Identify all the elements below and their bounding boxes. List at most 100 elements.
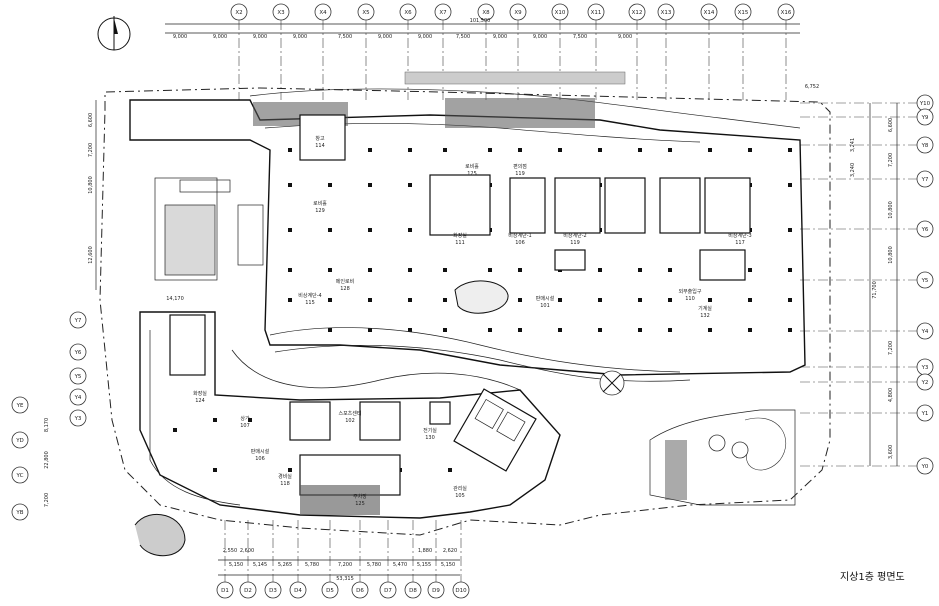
- garden-strip-upper: [269, 327, 681, 373]
- dim-bottom-8: 5,150: [441, 562, 455, 568]
- room-label-12: 판매시설: [251, 448, 270, 455]
- grid-left-yc-7-label: YC: [16, 473, 24, 479]
- room-label-6: 편의점: [513, 163, 527, 170]
- dim-bottom-3: 5,780: [305, 562, 319, 568]
- room-label-30: 기계실: [698, 305, 712, 312]
- dim-top-9: 9,000: [533, 34, 547, 40]
- room-label-28: 외부출입구: [678, 288, 701, 295]
- ramp-hatch: [665, 440, 687, 500]
- dim-left-lower-0: 8,170: [44, 418, 50, 432]
- room-label-38: 경비실: [278, 473, 292, 480]
- room-label-5: 125: [467, 171, 477, 177]
- room-label-2: 메인로비: [336, 278, 354, 285]
- room-label-32: 전기실: [423, 427, 437, 434]
- grid-right-y2-label: Y2: [921, 380, 929, 386]
- room-label-11: 101: [540, 303, 550, 309]
- grid-left-y7-0: [69, 311, 87, 329]
- dim-bottom-top-0: 2,550: [223, 548, 237, 554]
- lower-building-outline: [139, 311, 561, 519]
- hatch-stair-east: [445, 98, 595, 128]
- room-label-21: 106: [515, 240, 525, 246]
- lobby-sculpture: [454, 280, 509, 314]
- grid-top-x9-label: X9: [514, 10, 522, 16]
- dim-left-upper-0: 12,600: [88, 246, 94, 264]
- dim-right-3: 10,800: [888, 246, 894, 264]
- room-label-37: 105: [455, 493, 465, 499]
- grid-left-ye-5-label: YE: [16, 403, 24, 409]
- dim-right-0: 6,600: [888, 118, 894, 132]
- contour-lines: [744, 417, 786, 471]
- grid-left-yd-6-label: YD: [15, 438, 24, 444]
- dim-bottom-5: 5,780: [367, 562, 381, 568]
- dim-top-2: 9,000: [253, 34, 267, 40]
- site-boundary: [99, 87, 831, 536]
- dim-top-total: 101,500: [470, 18, 491, 24]
- grid-bottom-d8-label: D8: [409, 588, 417, 594]
- room-label-0: 로비홀: [313, 200, 327, 207]
- north-arrow-icon: [97, 16, 131, 51]
- grid-top-x2-label: X2: [235, 10, 242, 16]
- room-label-1: 129: [315, 208, 325, 214]
- spiral-stair: [134, 513, 186, 557]
- grid-bottom-d9-label: D9: [432, 588, 440, 594]
- dim-top-6: 9,000: [418, 34, 432, 40]
- grid-bottom-d6-label: D6: [356, 588, 364, 594]
- grid-left-yb-8-label: YB: [15, 510, 23, 516]
- grid-top-x6-label: X6: [404, 10, 412, 16]
- room-label-10: 판매시설: [536, 295, 555, 302]
- dim-top-4: 7,500: [338, 34, 352, 40]
- room-labels: 로비홀129메인로비128로비홀125편의점119창고114판매시설101판매시…: [193, 135, 752, 507]
- room-label-40: 주차장: [353, 493, 367, 500]
- dim-right-6: 3,600: [888, 445, 894, 459]
- dim-right-4: 7,200: [888, 341, 894, 355]
- room-label-15: 102: [345, 418, 355, 424]
- room-label-16: 상가: [240, 415, 250, 422]
- grid-top-x10-label: X10: [555, 10, 566, 16]
- grid-top-x4-label: X4: [319, 10, 327, 16]
- dim-bottom-total: 53,315: [336, 576, 354, 582]
- ramp-side: [237, 204, 264, 266]
- dim-bottom-top-1: 2,600: [240, 548, 254, 554]
- lower-inner-curve: [149, 330, 241, 506]
- grid-bottom-d3-label: D3: [269, 588, 277, 594]
- dim-right-total: 71,700: [872, 281, 878, 299]
- room-label-3: 128: [340, 286, 350, 292]
- room-label-9: 114: [315, 143, 325, 149]
- dim-left-small: 14,170: [166, 296, 184, 302]
- room-label-23: 119: [570, 240, 580, 246]
- grid-bottom-d5-label: D5: [326, 588, 334, 594]
- room-label-33: 130: [425, 435, 435, 441]
- grid-right-y4-label: Y4: [921, 329, 929, 335]
- grid-bottom-d7-label: D7: [384, 588, 392, 594]
- grid-left-y4-3-label: Y4: [74, 395, 82, 401]
- tree-2: [731, 441, 749, 459]
- room-label-25: 117: [735, 240, 745, 246]
- landscape-area: [649, 409, 796, 506]
- grid-top-x7-label: X7: [439, 10, 447, 16]
- room-label-27: 115: [305, 300, 315, 306]
- room-label-29: 110: [685, 296, 695, 302]
- dim-top-3: 9,000: [293, 34, 307, 40]
- grid-top-x8-label: X8: [482, 10, 490, 16]
- angled-core: [453, 388, 537, 472]
- dim-left-upper-1: 10,800: [88, 176, 94, 194]
- grid-right-y3-label: Y3: [921, 365, 929, 371]
- grid-right-y1-label: Y1: [921, 411, 929, 417]
- cores-lower: [169, 314, 451, 515]
- grid-left-y5-2-label: Y5: [74, 374, 82, 380]
- dim-bottom-top-2: 1,880: [418, 548, 432, 554]
- ramp-block: [154, 177, 218, 281]
- dim-right-1: 7,200: [888, 153, 894, 167]
- room-label-34: 화장실: [193, 390, 207, 397]
- canopy-curve: [249, 88, 801, 129]
- dim-left-lower-2: 7,200: [44, 493, 50, 507]
- grid-bottom-d1-label: D1: [221, 588, 229, 594]
- grid-left-y6-1: [69, 343, 87, 361]
- dim-top-0: 9,000: [173, 34, 187, 40]
- top-terrace: [404, 71, 626, 85]
- grid-left-y5-2: [69, 367, 87, 385]
- grid-top-x16-label: X16: [781, 10, 792, 16]
